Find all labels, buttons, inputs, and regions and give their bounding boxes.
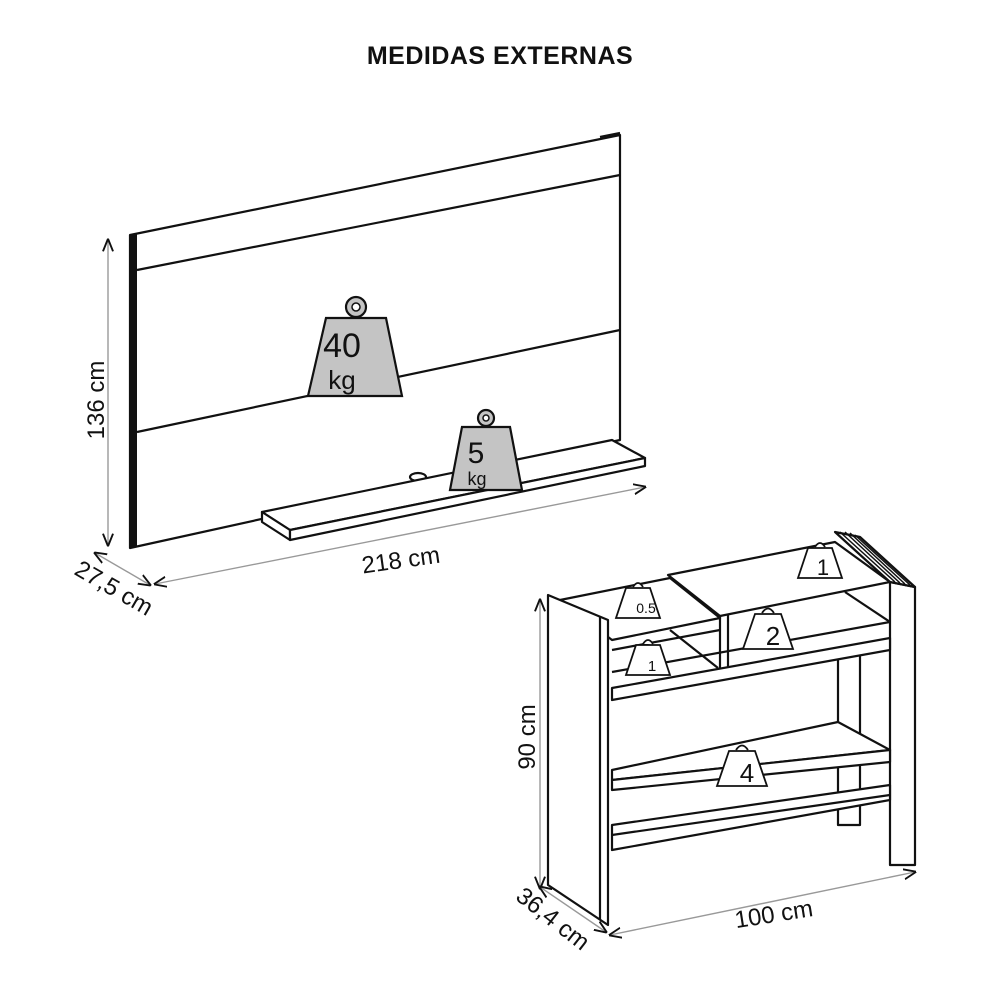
console-width-label: 100 cm bbox=[733, 895, 815, 934]
weight-label: 2 bbox=[766, 621, 780, 651]
weight-1-top-icon: 1 bbox=[796, 542, 844, 580]
weight-1-shelf-icon: 1 bbox=[624, 639, 672, 676]
weight-4-icon: 4 bbox=[715, 744, 769, 788]
weight-5-value: 5 bbox=[468, 437, 485, 470]
console-weight-icons: 1 0.5 2 1 4 bbox=[614, 542, 844, 788]
weight-label: 4 bbox=[740, 758, 754, 788]
panel-depth-label: 27,5 cm bbox=[70, 555, 157, 621]
weight-2-icon: 2 bbox=[741, 607, 795, 651]
console-table bbox=[546, 530, 917, 927]
weight-label: 0.5 bbox=[636, 600, 656, 616]
diagram-title: MEDIDAS EXTERNAS bbox=[367, 42, 633, 70]
weight-label: 1 bbox=[648, 658, 656, 675]
weight-40-unit: kg bbox=[328, 365, 355, 395]
panel-height-label: 136 cm bbox=[83, 361, 110, 440]
weight-label: 1 bbox=[817, 555, 829, 580]
console-height-label: 90 cm bbox=[514, 704, 541, 769]
weight-40kg-icon: 40 kg bbox=[306, 295, 404, 398]
weight-40-value: 40 bbox=[323, 327, 361, 365]
weight-5-unit: kg bbox=[467, 469, 486, 489]
weight-0-5-icon: 0.5 bbox=[614, 582, 662, 619]
panel-width-label: 218 cm bbox=[360, 542, 442, 580]
